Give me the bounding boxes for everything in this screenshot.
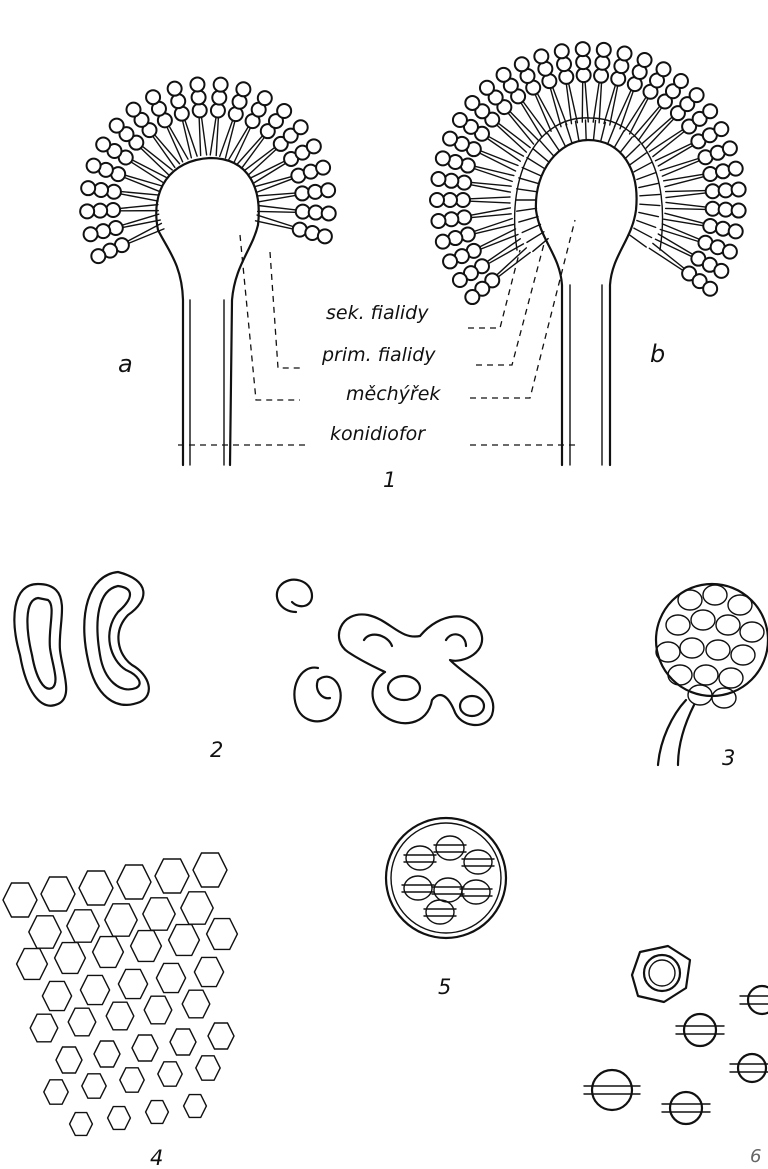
fig1b-secondary-phialide-chains (430, 42, 746, 304)
figure-1-number: 1 (383, 468, 396, 492)
label-primary-phialides: prim. fialidy (322, 346, 436, 365)
figure-4-peridium-cells (3, 853, 237, 1135)
label-secondary-phialides: sek. fialidy (326, 304, 428, 323)
fig3-surface-cells (656, 585, 764, 708)
label-vesicle: měchýřek (346, 385, 440, 404)
figure-1a-conidial-head-uniseriate (80, 77, 336, 465)
figure-1-label-a: a (118, 350, 133, 378)
figure-1-label-b: b (650, 340, 665, 368)
figure-3-number: 3 (722, 746, 735, 770)
figure-5-ascus (386, 818, 506, 938)
fig1a-phialide-chains (80, 77, 336, 263)
figure-1b-conidial-head-biseriate (430, 42, 746, 465)
figure-6-ascospores (584, 946, 768, 1124)
figure-4-number: 4 (150, 1146, 163, 1169)
figure-2-number: 2 (210, 738, 223, 762)
figure-6-number: 6 (750, 1146, 761, 1167)
figure-3-cleistothecium (656, 584, 768, 765)
figure-2-ascospores (14, 572, 493, 725)
label-conidiophore: konidiofor (330, 425, 425, 444)
figure-5-number: 5 (438, 975, 451, 999)
